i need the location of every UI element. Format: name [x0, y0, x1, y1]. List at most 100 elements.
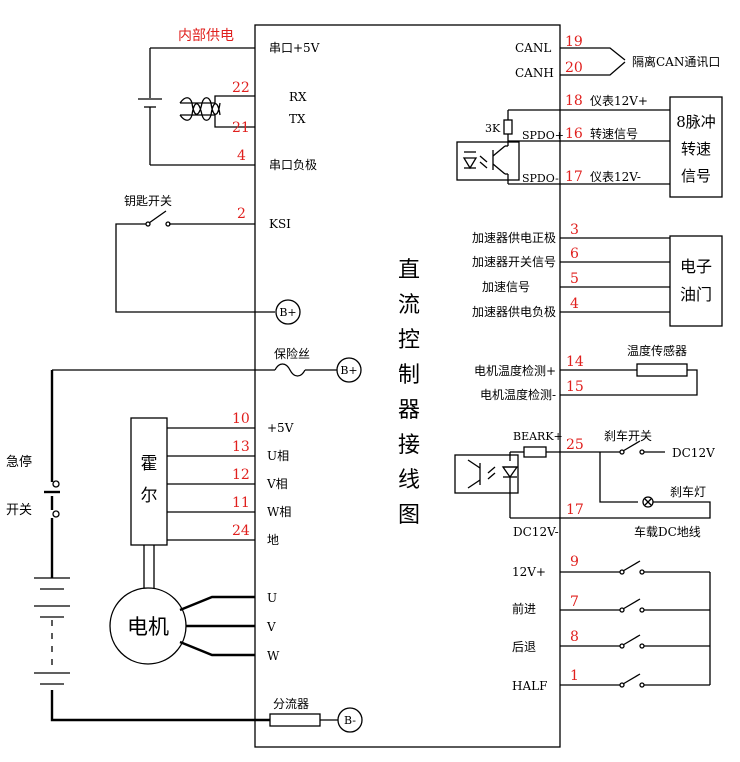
pulse-box	[669, 96, 723, 198]
estop-label-1: 急停	[6, 454, 32, 470]
emergency-stop-icon	[44, 480, 60, 518]
serial-battery-icon	[138, 98, 162, 108]
canl-label: CANL	[515, 41, 551, 55]
acc-signal-label: 加速信号	[482, 280, 530, 294]
pin-10: 10	[232, 411, 250, 427]
fuse-label: 保险丝	[274, 346, 310, 361]
svg-text:直: 直	[398, 258, 420, 283]
shunt-label: 分流器	[273, 697, 309, 711]
can-port-label: 隔离CAN通讯口	[632, 54, 720, 69]
pin-5: 5	[570, 271, 579, 287]
pin-4-acc: 4	[570, 296, 579, 312]
u-label: U	[267, 591, 277, 605]
shunt-icon	[269, 713, 321, 727]
b-minus-terminal: B-	[337, 707, 363, 733]
tx-label: TX	[289, 112, 306, 126]
pin-22: 22	[232, 80, 250, 96]
pin-7: 7	[570, 594, 579, 610]
resistor-3k-label: 3K	[485, 122, 501, 135]
throttle-label-1: 电子	[680, 257, 712, 276]
throttle-label-2: 油门	[680, 285, 712, 304]
pin-17-brake: 17	[566, 502, 584, 518]
svg-text:流: 流	[398, 293, 420, 318]
pin-11: 11	[232, 495, 250, 511]
pin-4-serial: 4	[237, 148, 246, 164]
meter-12v-neg-label: 仪表12V-	[590, 170, 641, 184]
u-phase-label: U相	[267, 449, 289, 463]
svg-text:制: 制	[398, 363, 420, 388]
pin-25: 25	[566, 437, 584, 453]
hall-label-2: 尔	[141, 486, 158, 506]
brake-lamp-icon	[642, 496, 654, 508]
b-plus-terminal-2: B+	[336, 357, 362, 383]
spd-signal-label: 转速信号	[590, 126, 638, 141]
w-phase-label: W相	[267, 505, 291, 519]
svg-text:B+: B+	[279, 306, 296, 319]
spdo-label: SPDO-	[522, 172, 559, 185]
hall-sensor-box	[130, 417, 168, 546]
hall-label-1: 霍	[141, 454, 158, 474]
main-battery-icon	[34, 577, 70, 685]
direction-switches	[560, 560, 711, 688]
pin-17-spd: 17	[565, 169, 583, 185]
pin-15: 15	[566, 379, 584, 395]
pin-12: 12	[232, 467, 250, 483]
svg-text:器: 器	[398, 398, 420, 423]
pin-8: 8	[570, 629, 579, 645]
svg-text:图: 图	[398, 503, 420, 528]
p12v-label: 12V+	[512, 565, 546, 579]
svg-text:线: 线	[398, 468, 420, 493]
pin-9: 9	[570, 554, 579, 570]
motor-label: 电机	[127, 615, 169, 639]
serial-5v-label: 串口+5V	[269, 41, 320, 55]
meter-12v-pos-label: 仪表12V+	[590, 94, 648, 108]
key-switch-label: 钥匙开关	[124, 194, 172, 208]
brake-lamp-label: 刹车灯	[670, 484, 706, 499]
optocoupler-icon-1	[456, 141, 520, 184]
ground-label: 地	[267, 533, 279, 547]
v-label: V	[266, 620, 276, 634]
canh-label: CANH	[515, 66, 554, 80]
pin-13: 13	[232, 439, 250, 455]
internal-power-label: 内部供电	[178, 28, 234, 44]
svg-text:B+: B+	[340, 364, 357, 377]
temp-sensor-label: 温度传感器	[627, 343, 687, 358]
v-phase-label: V相	[266, 477, 288, 491]
ksi-label: KSI	[269, 217, 291, 231]
acc-switch-label: 加速器开关信号	[472, 255, 556, 269]
serial-neg-label: 串口负极	[269, 158, 317, 172]
svg-text:接: 接	[398, 433, 420, 458]
pin-3: 3	[570, 222, 579, 238]
pin-6: 6	[570, 246, 579, 262]
temp-sensor-icon	[636, 363, 688, 377]
b-plus-terminal-1: B+	[275, 299, 301, 325]
half-label: HALF	[512, 679, 547, 693]
pulse-label-1: 8脉冲	[676, 113, 716, 131]
brake-switch-label: 刹车开关	[604, 428, 652, 443]
pin-19: 19	[565, 34, 583, 50]
pin-1: 1	[570, 668, 579, 684]
diagram-title: 直 流 控 制 器 接 线 图	[398, 258, 420, 528]
twisted-pair-icon	[179, 97, 221, 121]
forward-label: 前进	[512, 601, 536, 616]
pin-18: 18	[565, 93, 583, 109]
throttle-box	[669, 235, 723, 327]
pin-21: 21	[232, 120, 250, 136]
dc12v-neg-label: DC12V-	[513, 525, 559, 539]
key-switch-icon	[145, 210, 171, 227]
p5v-label: +5V	[267, 421, 294, 435]
pin-2: 2	[237, 206, 246, 222]
pulse-label-3: 信号	[681, 167, 711, 185]
w-label: W	[267, 649, 280, 663]
brake-switch-icon	[619, 440, 645, 455]
reverse-label: 后退	[512, 640, 536, 654]
beark-label: BEARK+	[513, 430, 563, 443]
pulse-label-2: 转速	[681, 140, 711, 158]
motor-temp-neg-label: 电机温度检测-	[480, 387, 556, 402]
fuse-icon	[274, 363, 306, 377]
pin-20: 20	[565, 60, 583, 76]
resistor-3k-icon	[503, 119, 513, 135]
pin-14: 14	[566, 354, 584, 370]
estop-label-2: 开关	[6, 503, 32, 518]
